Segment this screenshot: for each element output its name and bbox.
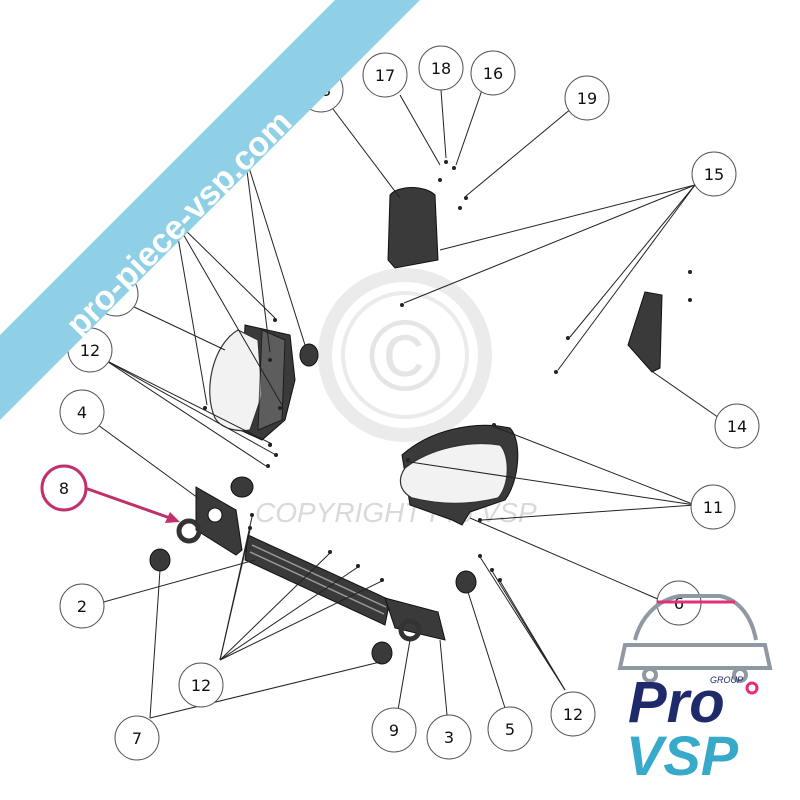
callout-12-lower-right: 12 [550, 691, 596, 737]
callout-11-right: 11 [690, 484, 736, 530]
right-fog-grille-part [384, 597, 446, 642]
callout-19-label: 19 [577, 89, 597, 108]
fog-lamp-7b-part [371, 641, 393, 665]
fog-ring-part [176, 518, 202, 544]
callout-8-label: 8 [59, 479, 69, 498]
callout-12-lower-right-label: 12 [563, 705, 583, 724]
provsp-logo: GROUP Pro VSP [617, 594, 773, 787]
callout-7: 7 [114, 715, 160, 761]
center-grille-part [244, 534, 391, 626]
callout-5-label: 5 [505, 720, 515, 739]
logo-pro-text: Pro [628, 670, 725, 735]
callout-14: 14 [714, 403, 760, 449]
website-banner: pro-piece-vsp.com [0, 0, 420, 420]
callout-12-lower-left: 12 [178, 662, 224, 708]
logo-hex-icon [745, 681, 759, 695]
callout-15-label: 15 [704, 165, 724, 184]
website-banner-text: pro-piece-vsp.com [59, 103, 300, 344]
callout-2-label: 2 [77, 597, 87, 616]
callout-4-label: 4 [77, 403, 87, 422]
cover-13-part [387, 187, 439, 269]
logo-vsp-text: VSP [626, 724, 739, 787]
callout-9: 9 [371, 707, 417, 753]
callout-17-label: 17 [375, 66, 395, 85]
callout-18: 18 [418, 45, 464, 91]
callout-4: 4 [59, 389, 105, 435]
callout-12-lower-left-label: 12 [191, 676, 211, 695]
watermark-symbol: © [368, 300, 442, 412]
car-icon [617, 594, 773, 683]
callout-14-label: 14 [727, 417, 747, 436]
fog-lamp-7-part [149, 548, 171, 572]
callout-16-label: 16 [483, 64, 503, 83]
cover-14-part [627, 291, 663, 373]
callout-19: 19 [564, 75, 610, 121]
callout-3-label: 3 [444, 728, 454, 747]
fog-lamp-5-part [455, 570, 477, 594]
callout-5: 5 [487, 706, 533, 752]
callout-18-label: 18 [431, 59, 451, 78]
callout-17: 17 [362, 52, 408, 98]
copyright-watermark: © [318, 268, 492, 442]
right-headlamp-part [399, 424, 519, 526]
callout-15: 15 [691, 151, 737, 197]
bulb-part [299, 343, 319, 367]
callout-16: 16 [470, 50, 516, 96]
callout-3: 3 [426, 714, 472, 760]
callout-2: 2 [59, 583, 105, 629]
left-headlamp-part [209, 324, 296, 441]
fog-lamp-left-part [230, 476, 254, 498]
callout-12-upper-left-label: 12 [80, 341, 100, 360]
callout-7-label: 7 [132, 729, 142, 748]
left-fog-grille-part [195, 486, 243, 556]
callout-8-highlighted: 8 [40, 464, 88, 512]
logo-group-text: GROUP [710, 675, 743, 685]
leader-lines [84, 89, 723, 719]
callout-9-label: 9 [389, 721, 399, 740]
callout-11-right-label: 11 [703, 498, 723, 517]
